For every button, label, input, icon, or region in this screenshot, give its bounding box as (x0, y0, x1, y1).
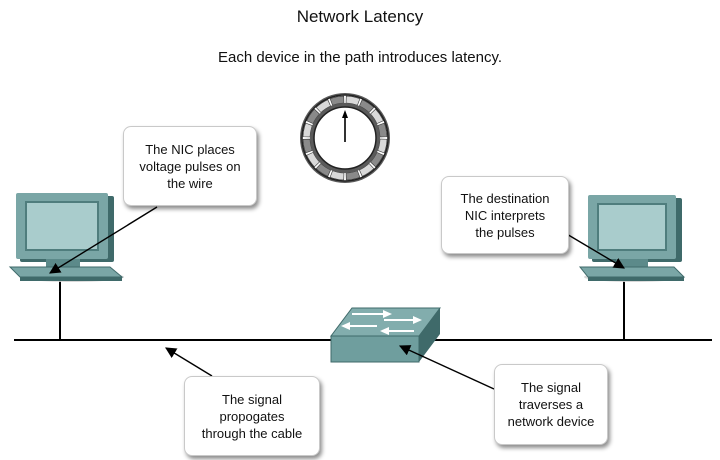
diagram-title: Network Latency (296, 7, 424, 26)
arrow-signal-to-cable (165, 347, 213, 377)
switch-icon (330, 307, 441, 363)
callout-destination-nic: The destination NIC interprets the pulse… (441, 176, 569, 254)
computer-icon (578, 195, 686, 282)
callout-nic-places-pulses: The NIC places voltage pulses on the wir… (123, 126, 257, 206)
clock-icon (300, 93, 390, 183)
arrow-dest-to-computer (559, 229, 625, 269)
arrow-nic-to-computer (49, 206, 158, 274)
callout-signal-cable: The signal propogates through the cable (184, 376, 320, 456)
diagram-subtitle: Each device in the path introduces laten… (217, 49, 503, 66)
computer-icon (8, 193, 124, 282)
callout-signal-network-device: The signal traverses a network device (494, 364, 608, 445)
arrow-signal-to-switch (398, 345, 495, 390)
